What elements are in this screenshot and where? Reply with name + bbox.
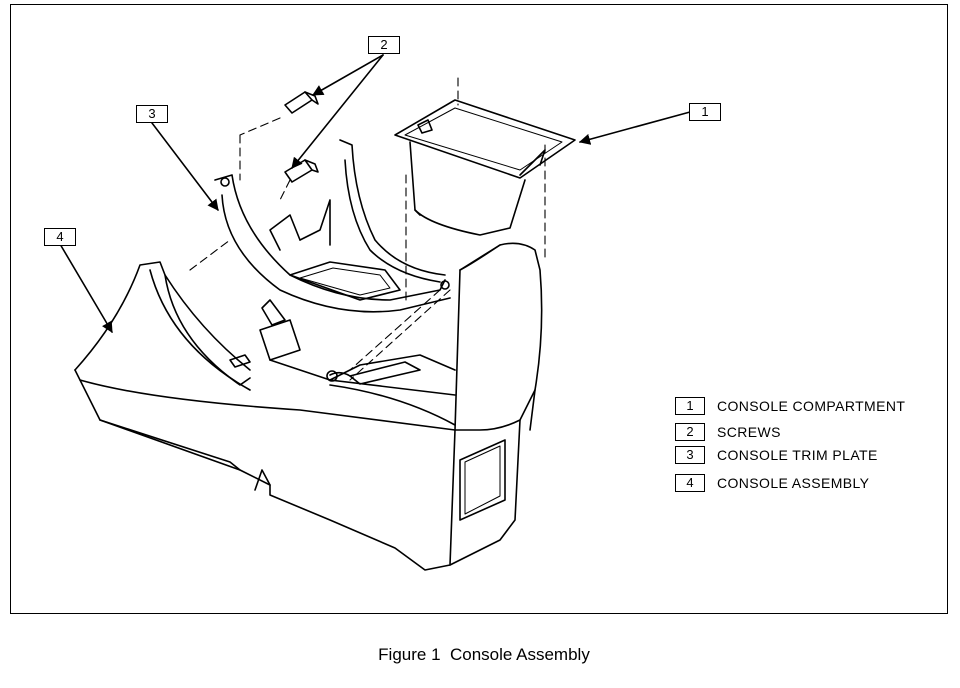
legend-item: 1 CONSOLE COMPARTMENT — [675, 396, 905, 416]
legend-number: 3 — [675, 446, 705, 464]
legend-label: CONSOLE TRIM PLATE — [717, 447, 878, 463]
console-assembly-drawing — [74, 242, 543, 571]
legend-number: 4 — [675, 474, 705, 492]
figure-caption: Figure 1 Console Assembly — [378, 645, 590, 664]
legend-item: 3 CONSOLE TRIM PLATE — [675, 445, 878, 465]
console-compartment-drawing — [394, 99, 576, 236]
screws-drawing — [284, 91, 319, 183]
callout-1: 1 — [689, 103, 721, 121]
callout-3: 3 — [136, 105, 168, 123]
console-trim-plate-drawing — [214, 139, 451, 326]
legend-number: 1 — [675, 397, 705, 415]
callout-4: 4 — [44, 228, 76, 246]
legend-item: 2 SCREWS — [675, 422, 781, 442]
alignment-lines — [189, 77, 546, 381]
legend-label: CONSOLE ASSEMBLY — [717, 475, 870, 491]
legend-label: CONSOLE COMPARTMENT — [717, 398, 906, 414]
legend-label: SCREWS — [717, 424, 781, 440]
callout-2: 2 — [368, 36, 400, 54]
legend-item: 4 CONSOLE ASSEMBLY — [675, 473, 869, 493]
leader-arrows — [59, 54, 691, 333]
legend-number: 2 — [675, 423, 705, 441]
diagram-frame — [10, 4, 948, 614]
